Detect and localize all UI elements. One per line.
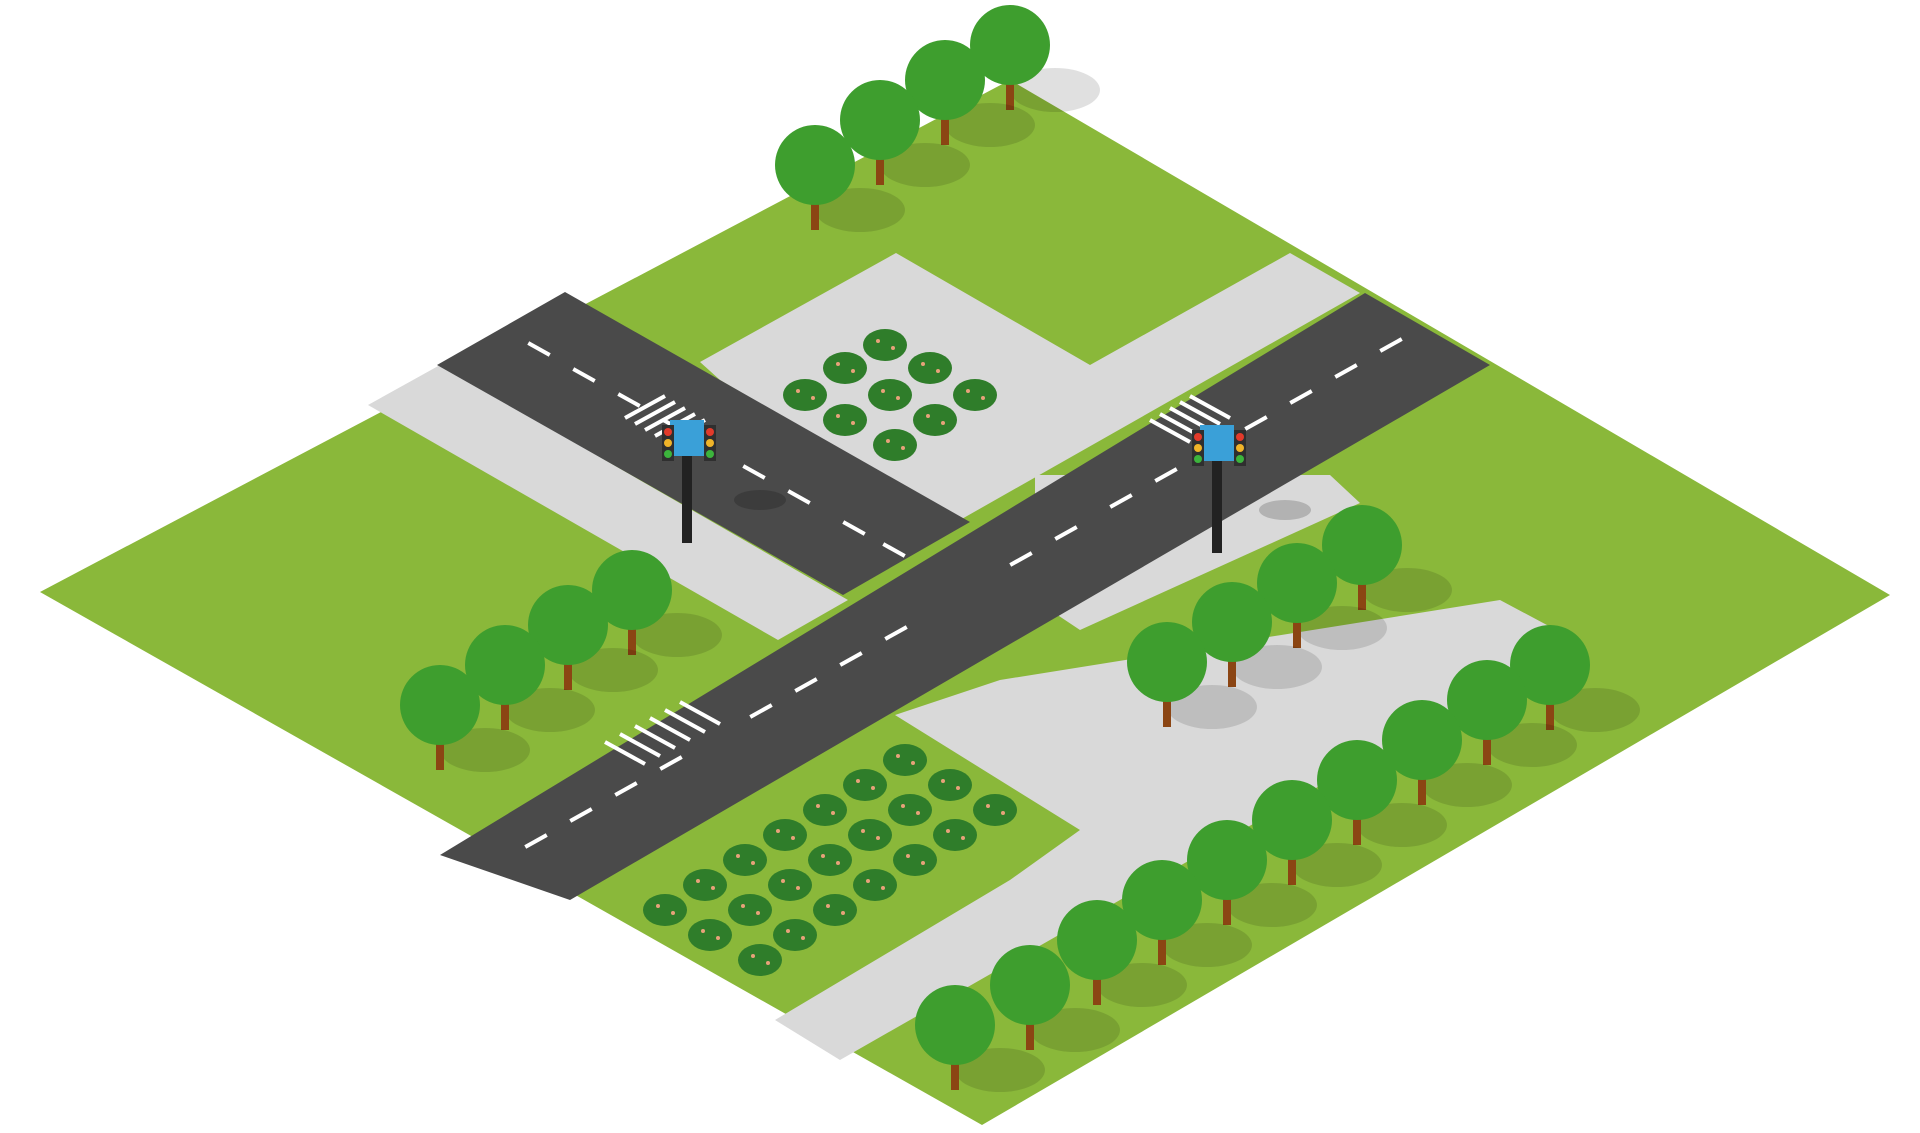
bush-icon (933, 819, 977, 851)
tree-icon (1510, 625, 1640, 732)
sidewalk-left (368, 365, 848, 640)
bush-icon (913, 404, 957, 436)
tree-icon (592, 550, 722, 657)
bush-icon (928, 769, 972, 801)
tree-icon (1322, 505, 1452, 612)
bush-icon (763, 819, 807, 851)
bush-cluster-lower (643, 744, 1017, 976)
bush-icon (843, 769, 887, 801)
tree-row-left (400, 550, 722, 772)
road-markings (524, 337, 1403, 849)
tree-icon (1317, 740, 1447, 847)
traffic-light-icon (662, 420, 1311, 553)
tree-icon (970, 5, 1100, 112)
bush-icon (908, 352, 952, 384)
tree-row-bottom-right (915, 625, 1640, 1092)
bush-icon (813, 894, 857, 926)
bush-icon (643, 894, 687, 926)
bush-icon (723, 844, 767, 876)
traffic-light-left (662, 420, 786, 543)
bush-icon (803, 794, 847, 826)
bush-icon (853, 869, 897, 901)
tree-row-right-middle (1127, 505, 1452, 729)
bush-icon (738, 944, 782, 976)
tree-icon (400, 665, 530, 772)
tree-row-top (775, 5, 1100, 232)
crosswalk-lower (604, 700, 721, 766)
tree-icon (915, 985, 1045, 1092)
bush-icon (823, 404, 867, 436)
tree-icon (528, 585, 658, 692)
bush-icon (688, 919, 732, 951)
bush-icon (883, 744, 927, 776)
tree-icon (775, 125, 905, 232)
bush-icon (863, 329, 907, 361)
bush-icon (893, 844, 937, 876)
bush-icon (773, 919, 817, 951)
bush-icon (848, 819, 892, 851)
traffic-light-right (1192, 425, 1311, 553)
bush-icon (873, 429, 917, 461)
tree-icon (1252, 780, 1382, 887)
bush-icon (888, 794, 932, 826)
tree-icon (1127, 622, 1257, 729)
bush-icon (783, 379, 827, 411)
tree-icon (465, 625, 595, 732)
bush-icon (973, 794, 1017, 826)
bush-icon (683, 869, 727, 901)
tree-icon (1447, 660, 1577, 767)
sidewalks (368, 253, 1575, 1060)
sidewalk-lower (775, 600, 1575, 1060)
bush-icon (953, 379, 997, 411)
tree-icon (1192, 582, 1322, 689)
tree-icon (1187, 820, 1317, 927)
bush-icon (808, 844, 852, 876)
tree-icon (1122, 860, 1252, 967)
tree-icon (840, 80, 970, 187)
tree-icon (1057, 900, 1187, 1007)
tree-icon (905, 40, 1035, 147)
bush-icon (823, 352, 867, 384)
bush-icon (868, 379, 912, 411)
tree-icon (1257, 543, 1387, 650)
sidewalk-center-block (700, 253, 1360, 520)
bush-icon (728, 894, 772, 926)
bush-cluster-center (783, 329, 997, 461)
tree-icon (1382, 700, 1512, 807)
tree-icon (990, 945, 1120, 1052)
bush-icon (768, 869, 812, 901)
